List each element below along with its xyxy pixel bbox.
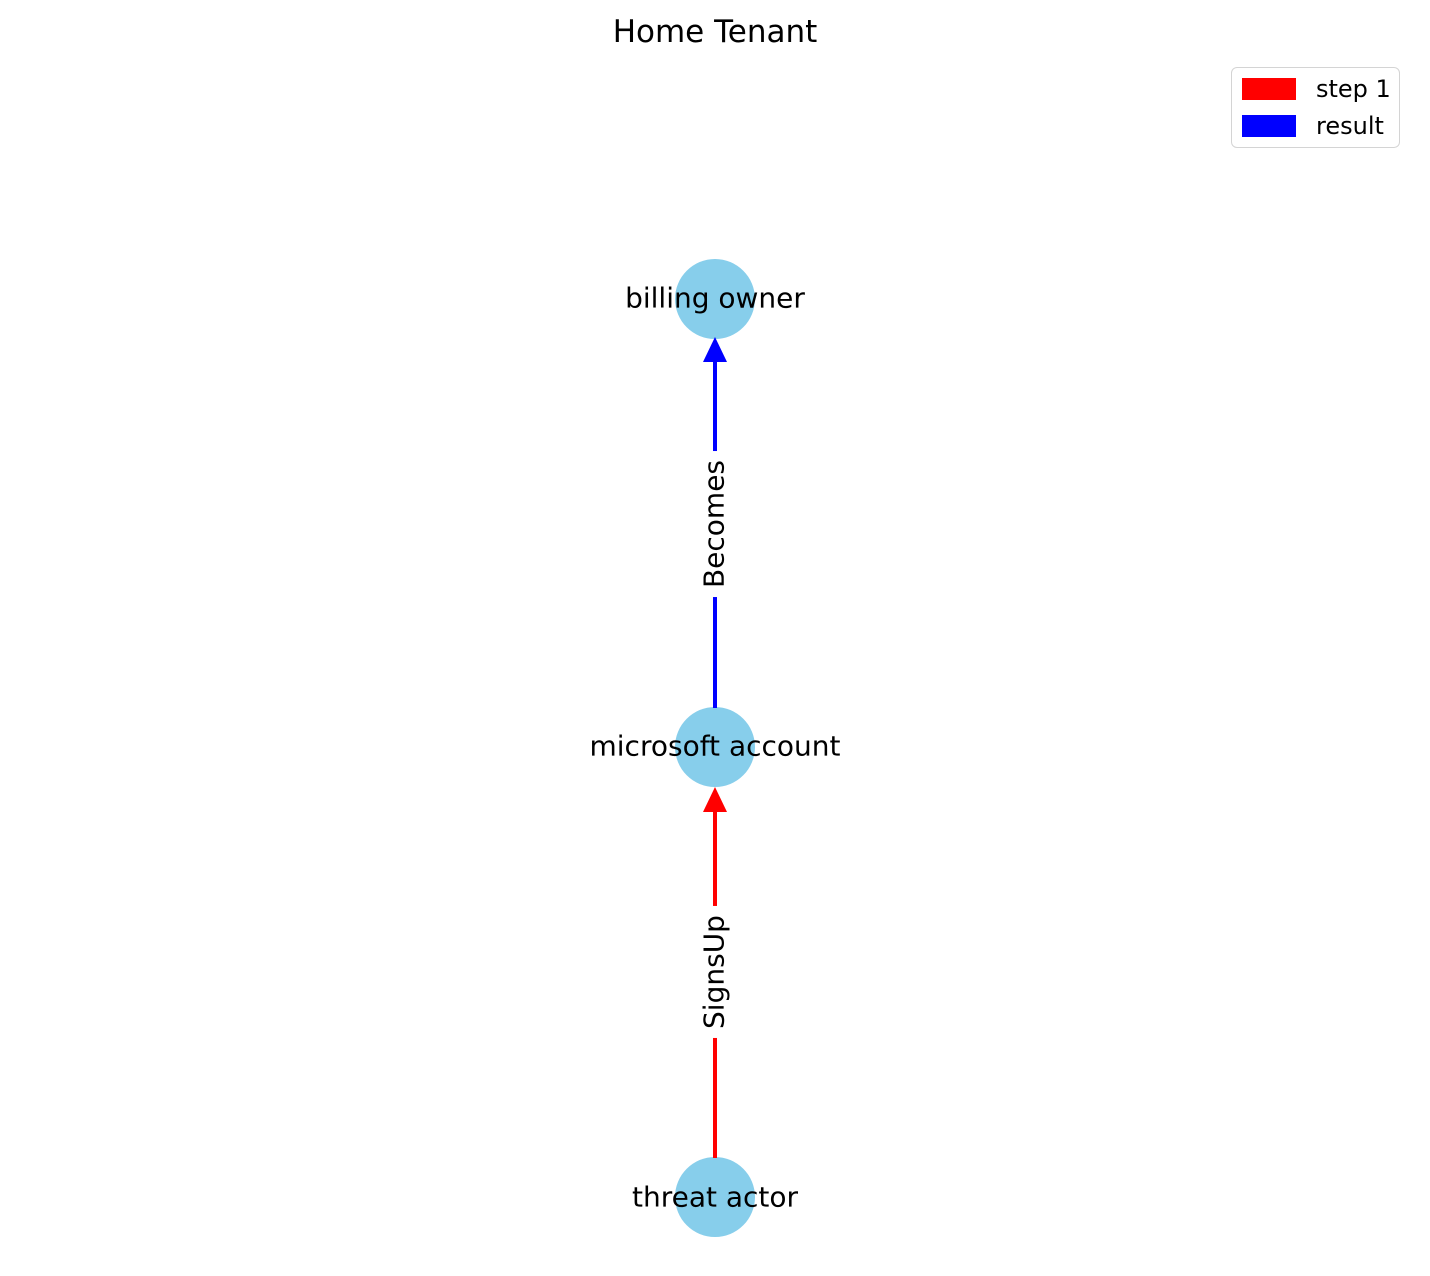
legend: step 1 result: [1231, 67, 1400, 148]
node-microsoft-account: [675, 707, 755, 787]
legend-label-result: result: [1316, 112, 1384, 140]
figure-title: Home Tenant: [612, 14, 818, 50]
edge-label-signsup: SignsUp: [695, 906, 733, 1038]
node-label-microsoft-account: microsoft account: [589, 729, 841, 763]
node-threat-actor: [675, 1157, 755, 1237]
legend-item-step1: step 1: [1242, 75, 1391, 103]
edge-becomes-arrowhead-icon: [703, 337, 727, 362]
result-color-swatch: [1242, 115, 1296, 137]
node-billing-owner: [675, 259, 755, 339]
step1-color-swatch: [1242, 78, 1296, 100]
edge-label-becomes: Becomes: [695, 450, 733, 598]
edge-signsup-arrowhead-icon: [703, 787, 727, 812]
node-label-threat-actor: threat actor: [631, 1180, 799, 1214]
legend-item-result: result: [1242, 112, 1389, 140]
node-label-billing-owner: billing owner: [625, 281, 805, 315]
legend-label-step1: step 1: [1316, 75, 1391, 103]
